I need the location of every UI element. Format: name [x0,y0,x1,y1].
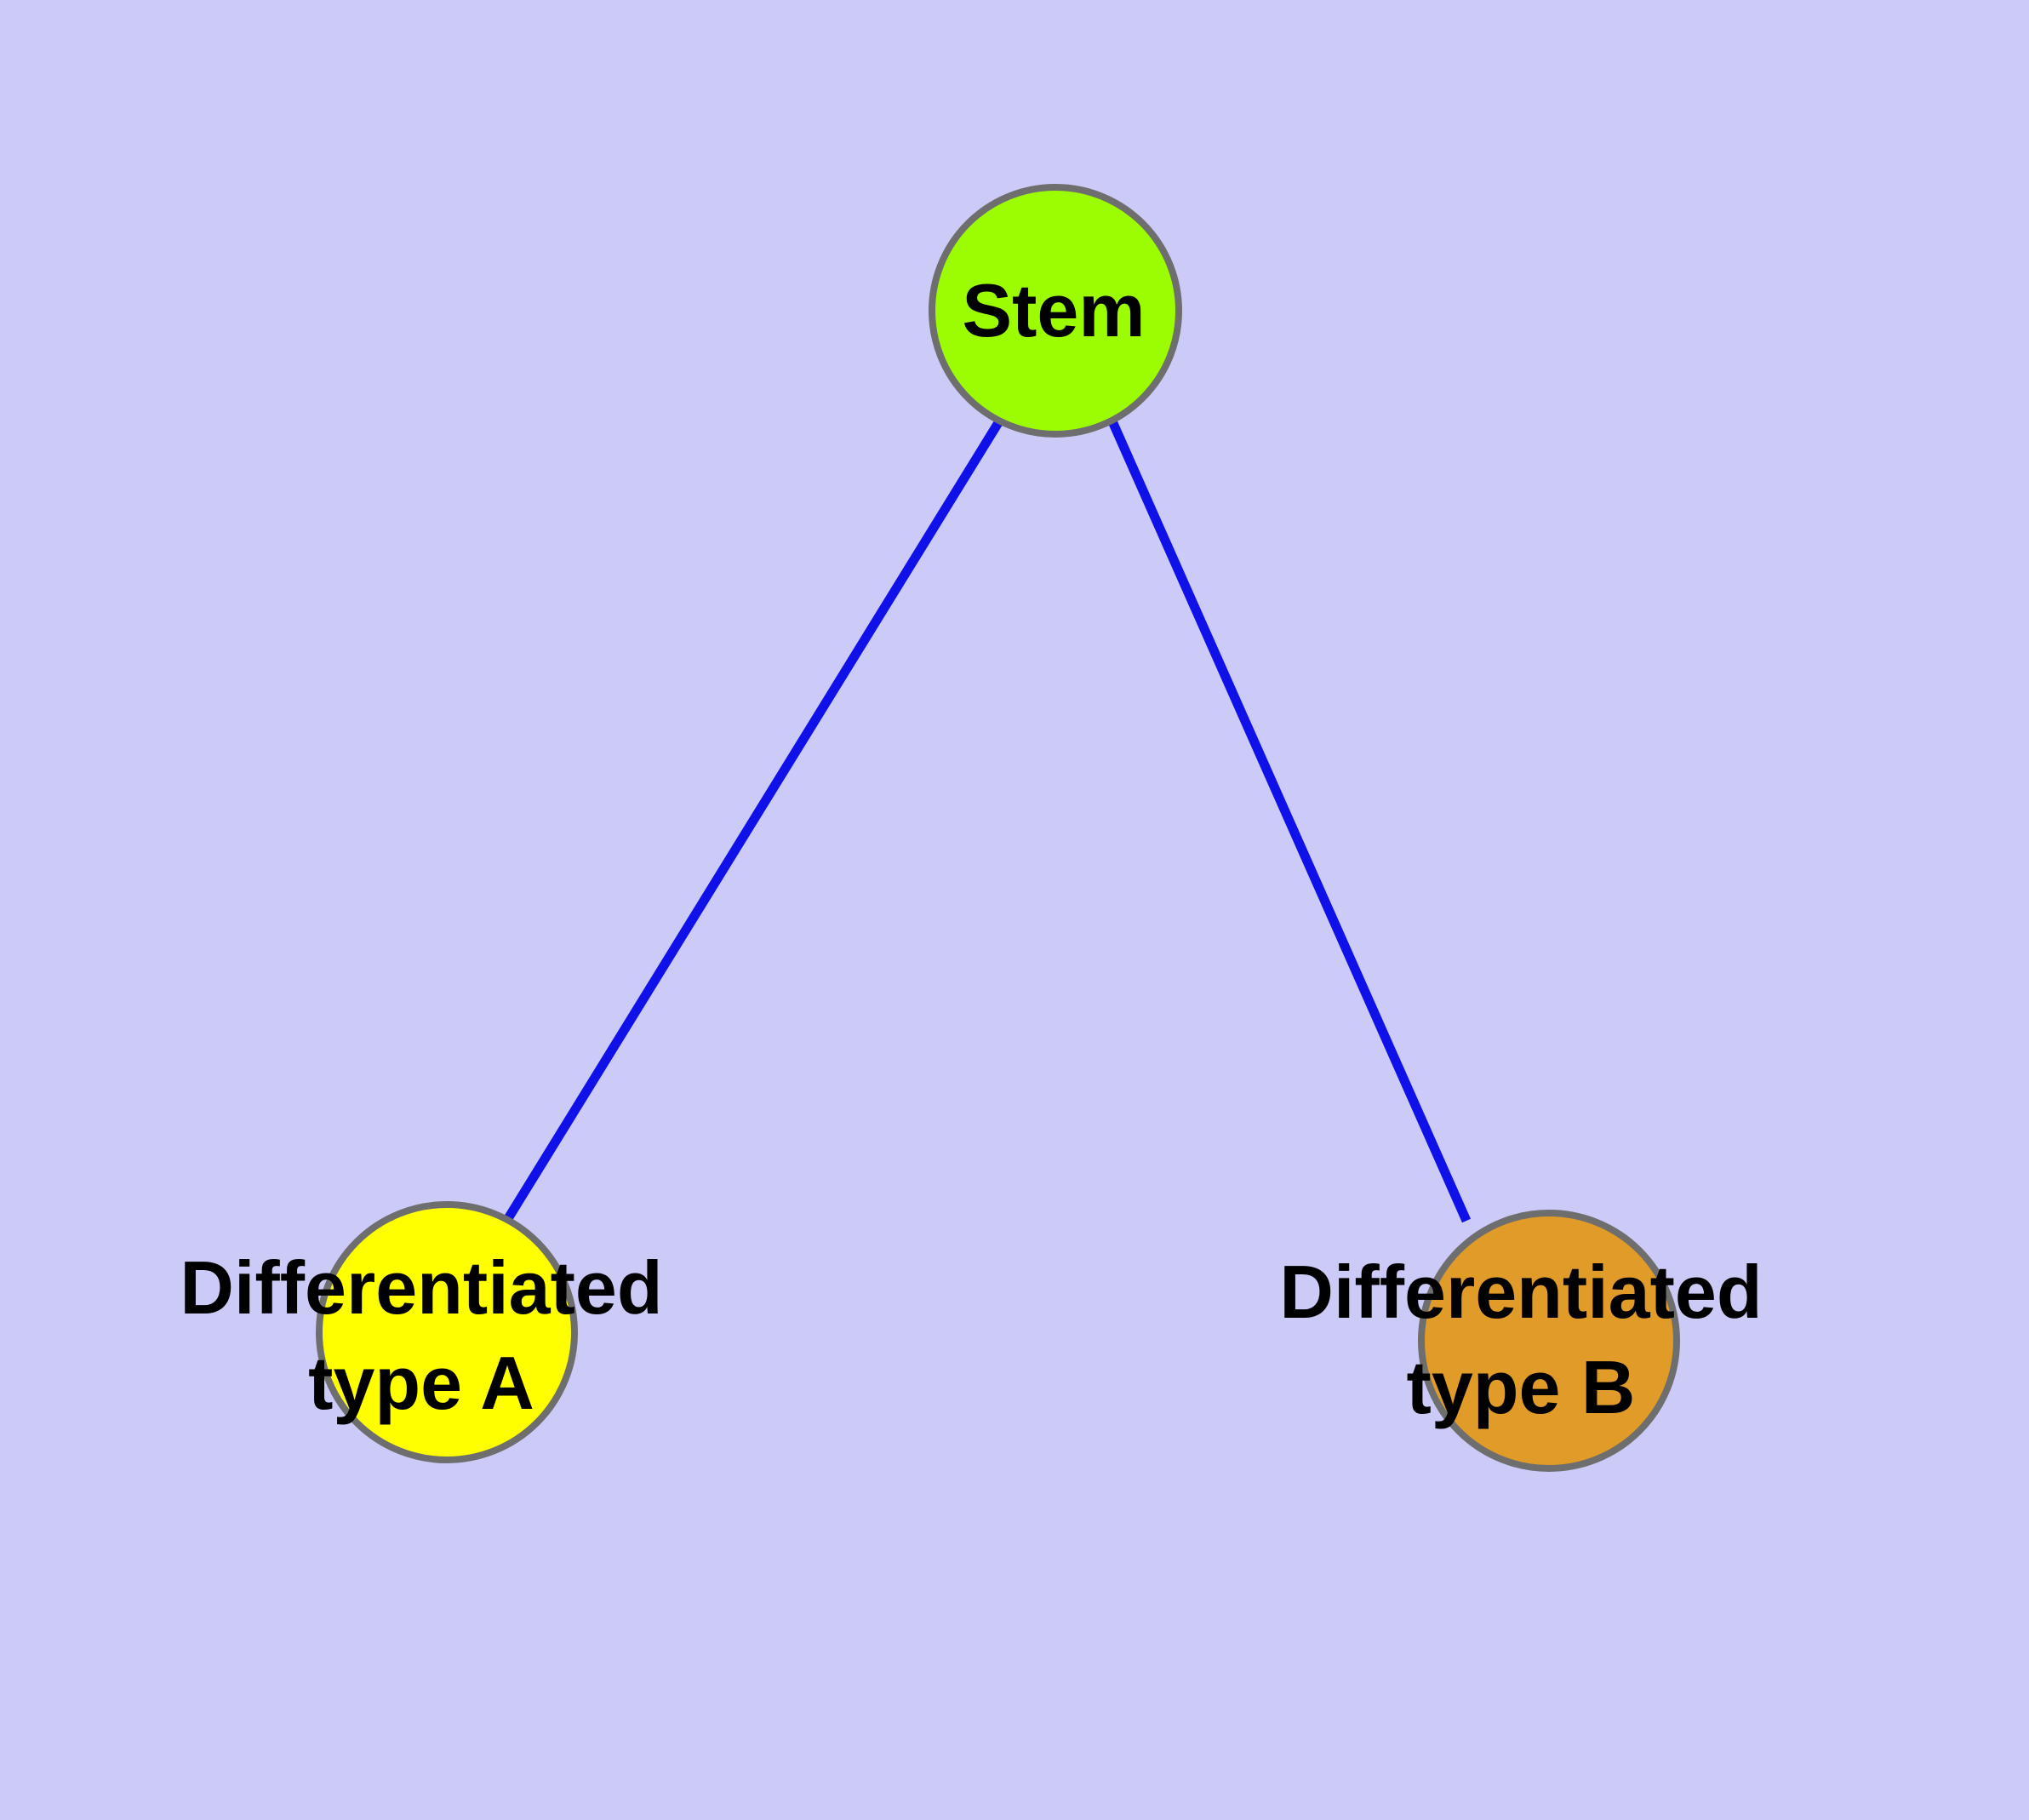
node-differentiated-type-a-label-line2: type A [308,1341,534,1425]
node-differentiated-type-a[interactable]: Differentiated type A [180,1201,663,1463]
node-differentiated-type-b-label-line1: Differentiated [1279,1250,1762,1334]
node-stem-label-line1: Stem [962,268,1145,352]
node-differentiated-type-a-label-line1: Differentiated [180,1245,662,1330]
edge-stem-to-differentiated-type-b[interactable] [1107,419,1472,1223]
node-differentiated-type-a-circle[interactable] [316,1201,578,1463]
node-stem-circle[interactable] [929,184,1182,438]
node-differentiated-type-b-label-line2: type B [1407,1345,1636,1429]
node-stem[interactable]: Stem [929,184,1182,438]
node-layer: Stem Differentiated type A Differentiate… [180,184,1763,1472]
edge-layer [503,419,1472,1223]
node-differentiated-type-b[interactable]: Differentiated type B [1279,1210,1763,1472]
node-differentiated-type-b-circle[interactable] [1418,1210,1680,1472]
edge-stem-to-differentiated-type-a[interactable] [503,419,1003,1222]
